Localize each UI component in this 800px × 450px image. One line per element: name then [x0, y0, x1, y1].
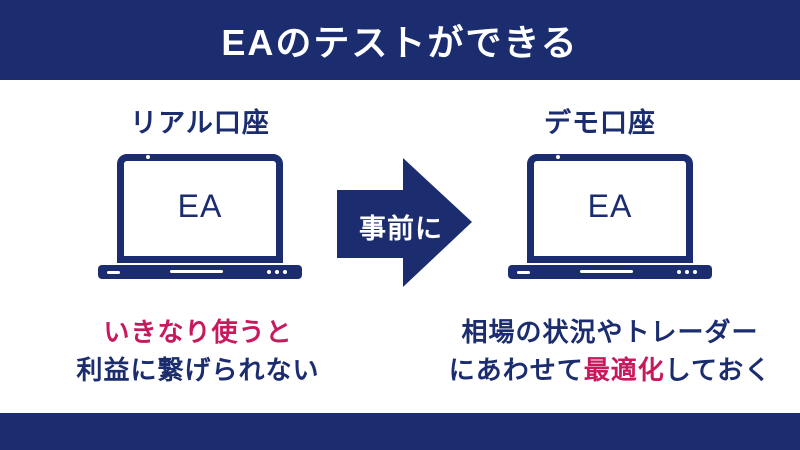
demo-account-caption: 相場の状況やトレーダー にあわせて最適化しておく: [425, 313, 795, 389]
caption-line-warning: いきなり使うと: [103, 317, 293, 347]
laptop-icon-demo: EA: [508, 152, 712, 279]
arrow-label: 事前に: [359, 214, 443, 244]
laptop-screen: EA: [117, 154, 283, 263]
ea-screen-text: EA: [177, 188, 223, 224]
laptop-base: [98, 265, 302, 279]
caption-line: 相場の状況やトレーダー: [461, 317, 759, 347]
laptop-trackpad-line: [580, 270, 633, 273]
caption-line: にあわせて最適化しておく: [448, 355, 772, 385]
webcam-dot-icon: [146, 155, 150, 159]
header-banner: EAのテストができる: [0, 0, 800, 80]
laptop-base-dash: [517, 271, 530, 274]
ea-screen-text: EA: [587, 188, 633, 224]
laptop-port-dots: [677, 270, 697, 274]
demo-account-label: デモ口座: [544, 108, 656, 138]
webcam-dot-icon: [556, 155, 560, 159]
laptop-base: [508, 265, 712, 279]
real-account-label: リアル口座: [130, 108, 270, 138]
laptop-screen: EA: [527, 154, 693, 263]
laptop-icon-real: EA: [98, 152, 302, 279]
laptop-port-dots: [267, 270, 287, 274]
page-title: EAのテストができる: [221, 22, 579, 63]
laptop-trackpad-line: [170, 270, 223, 273]
real-account-caption: いきなり使うと 利益に繋げられない: [38, 313, 358, 389]
caption-line: 利益に繋げられない: [76, 355, 320, 385]
footer-banner: [0, 413, 800, 450]
highlight-text: 最適化: [583, 355, 665, 385]
arrow-right-icon: [330, 150, 475, 290]
laptop-base-dash: [107, 271, 120, 274]
